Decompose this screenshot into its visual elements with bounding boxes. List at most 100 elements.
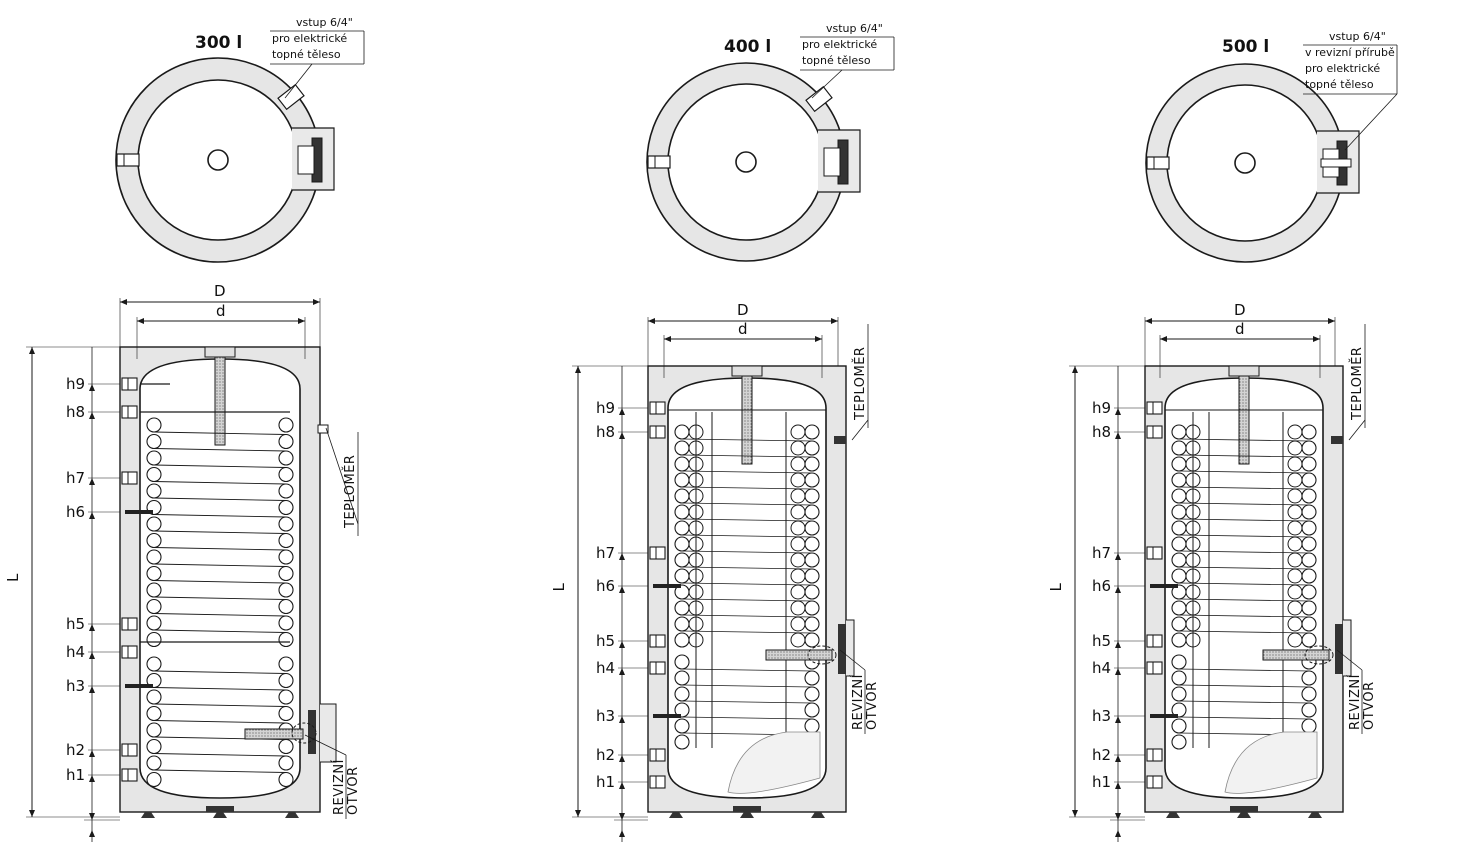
note-line-2: v revizní přírubě [1305, 46, 1395, 59]
coil-pipe [153, 431, 287, 435]
coil-pipe [681, 716, 813, 720]
foot [1166, 812, 1180, 818]
arrowhead [1115, 782, 1121, 789]
arrowhead [619, 641, 625, 648]
coil-pipe [681, 614, 813, 618]
upper-coil-turn [146, 532, 162, 549]
upper-coil-turn [804, 632, 820, 648]
lower-coil-turn [674, 686, 690, 702]
upper-coil-turn [804, 552, 820, 568]
dim-L-label: L [4, 573, 22, 582]
coil-pipe [1178, 668, 1310, 672]
upper-coil-turn [278, 598, 294, 615]
arrowhead [619, 716, 625, 723]
inspection-leader [304, 734, 347, 756]
inner-coil-turn [790, 632, 806, 648]
inner-coil-turn [790, 456, 806, 472]
arrowhead [1145, 318, 1152, 324]
lower-coil-turn [674, 718, 690, 734]
upper-coil-turn [278, 450, 294, 466]
arrowhead [619, 553, 625, 560]
arrowhead [648, 318, 655, 324]
coil-pipe [1178, 534, 1310, 538]
coil-pipe [1178, 614, 1310, 618]
thermometer-leader [325, 427, 359, 525]
inspection-flange [846, 619, 855, 677]
arrowhead [137, 318, 144, 324]
upper-coil-turn [1301, 456, 1317, 472]
upper-coil-turn [674, 536, 690, 552]
lower-coil-turn [674, 734, 690, 750]
upper-coil-turn [278, 466, 294, 483]
foot [213, 812, 227, 818]
arrowhead [89, 750, 95, 757]
upper-coil-turn [146, 450, 162, 466]
dim-d-label: d [1235, 320, 1245, 338]
note-leader [1344, 93, 1398, 151]
lower-coil-turn [1171, 654, 1187, 670]
nozzle-h7 [649, 546, 666, 560]
bottom-drain [1230, 806, 1258, 812]
coil-pipe [681, 582, 813, 586]
coil-pipe [681, 438, 813, 442]
foot [1308, 812, 1322, 818]
upper-coil-turn [278, 417, 294, 433]
nozzle-h7 [121, 471, 138, 485]
nozzle-h8 [121, 405, 138, 419]
connection-label-h2: h2 [66, 741, 85, 759]
upper-coil-turn [674, 600, 690, 616]
top-port [1234, 152, 1256, 174]
nozzle-h2 [121, 743, 138, 757]
lower-coil-turn [804, 702, 820, 718]
inspection-leader [1336, 649, 1363, 671]
coil-pipe [153, 481, 287, 485]
coil-pipe [681, 454, 813, 458]
coil-pipe [153, 497, 287, 501]
inspection-flange [320, 703, 337, 763]
inner-coil-turn [1287, 440, 1303, 456]
lower-coil-turn [146, 689, 162, 705]
element-head [291, 722, 317, 744]
coil-pipe [681, 630, 813, 634]
inner-coil-turn [790, 424, 806, 440]
connection-label-h2: h2 [1092, 746, 1111, 764]
sensor-sleeve-h3 [125, 684, 153, 688]
sensor-sleeve-h6 [125, 510, 153, 514]
upper-coil-turn [804, 472, 820, 488]
upper-coil-turn [1171, 456, 1187, 472]
lower-coil-turn [1171, 718, 1187, 734]
coil-pipe [1178, 518, 1310, 522]
note-line-3: topné těleso [802, 54, 871, 67]
nozzle-h4 [1146, 661, 1163, 675]
note-leader [811, 69, 843, 99]
connection-label-h4: h4 [596, 659, 615, 677]
nozzle-h9 [121, 377, 138, 391]
connection-label-h1: h1 [596, 773, 615, 791]
arrowhead [831, 318, 838, 324]
lower-coil-turn [278, 738, 294, 755]
top-port [735, 151, 757, 173]
coil-pipe [153, 753, 287, 757]
note-line-3: topné těleso [272, 48, 341, 61]
element-head [807, 645, 837, 665]
coil-pipe [153, 687, 287, 691]
note-line-2: pro elektrické [272, 32, 347, 45]
heating-element [1262, 649, 1330, 661]
upper-coil-turn [804, 504, 820, 520]
lower-coil-turn [146, 771, 162, 788]
heater-port [277, 83, 305, 111]
inner-coil-turn [790, 472, 806, 488]
upper-coil-turn [278, 615, 294, 631]
capacity-label: 300 l [195, 33, 242, 53]
coil-pipe [153, 448, 287, 452]
arrowhead [313, 299, 320, 305]
thermometer-label: TEPLOMĚR [1349, 347, 1365, 421]
inner-coil-turn [790, 552, 806, 568]
lower-coil-turn [674, 654, 690, 670]
upper-coil-turn [804, 456, 820, 472]
upper-coil-turn [674, 440, 690, 456]
inner-coil-turn [790, 536, 806, 552]
coil-pipe [153, 769, 287, 773]
foot [811, 812, 825, 818]
